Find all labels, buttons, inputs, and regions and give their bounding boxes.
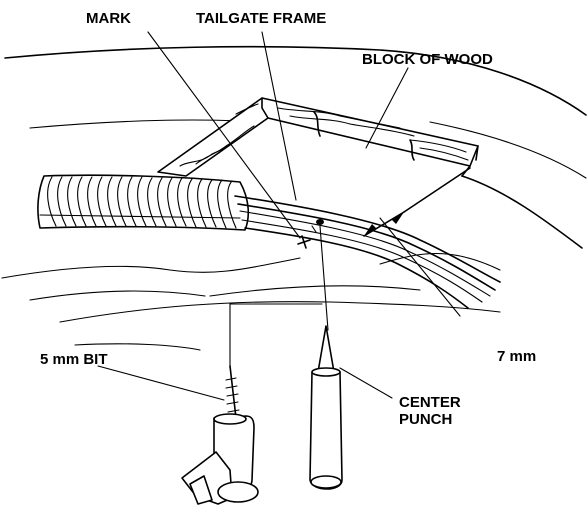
leader-lines (97, 31, 409, 401)
drill-bit (181, 365, 259, 505)
label-block-of-wood: BLOCK OF WOOD (362, 51, 493, 68)
label-center-punch-line2: PUNCH (399, 411, 452, 428)
center-punch (309, 325, 343, 490)
label-5mm-bit: 5 mm BIT (40, 351, 108, 368)
dimension-7mm (363, 167, 471, 317)
label-tailgate-frame: TAILGATE FRAME (196, 10, 326, 27)
weatherstrip (37, 174, 250, 231)
mark-point (297, 219, 324, 249)
label-center-punch-line1: CENTER (399, 394, 461, 411)
label-7mm: 7 mm (497, 348, 536, 365)
callout-labels: MARK TAILGATE FRAME BLOCK OF WOOD 5 mm B… (40, 10, 536, 428)
body-panel-contours (1, 45, 587, 351)
tailgate-frame (234, 195, 501, 309)
label-mark: MARK (86, 10, 131, 27)
